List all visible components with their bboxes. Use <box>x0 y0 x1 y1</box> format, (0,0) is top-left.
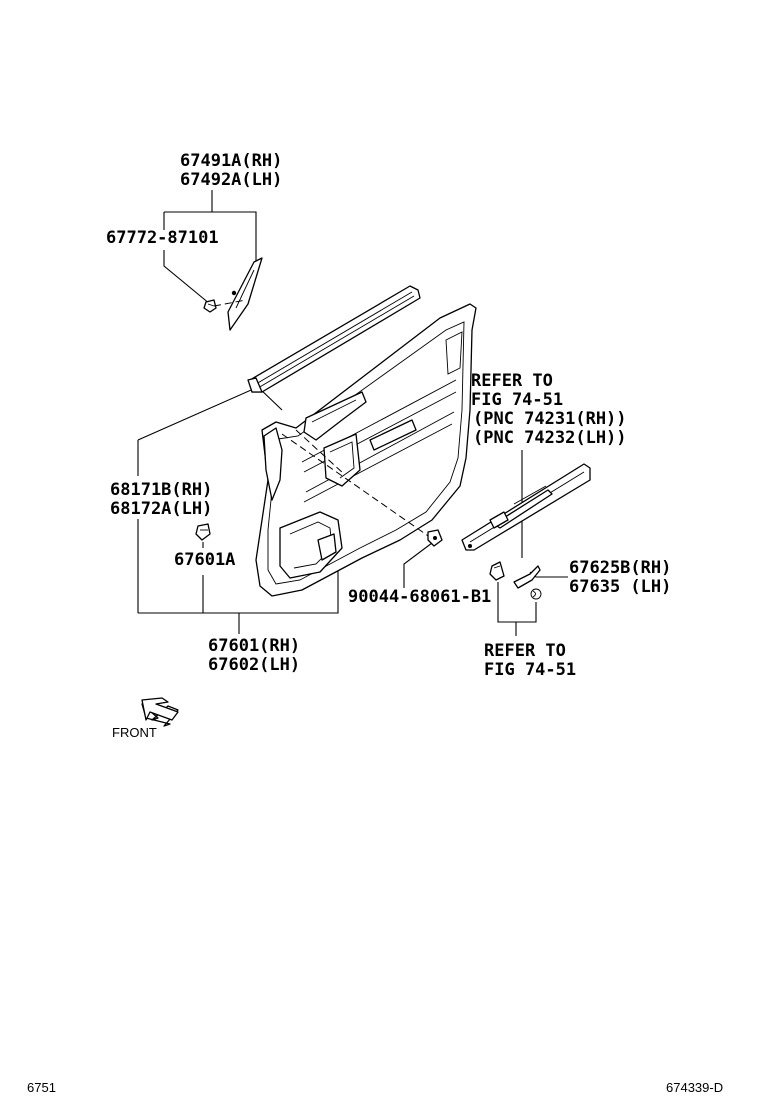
refer-to-text-2: REFER TO <box>484 641 566 661</box>
callout-bracket: 67625B(RH) 67635 (LH) <box>569 558 671 597</box>
label-90044: 90044-68061-B1 <box>348 587 491 607</box>
label-67635: 67635 (LH) <box>569 577 671 597</box>
refer-pnc-lh-text: (PNC 74232(LH)) <box>473 428 627 448</box>
label-67772: 67772-87101 <box>106 228 219 248</box>
upper-molding-piece <box>227 257 263 331</box>
window-switch-bezel <box>461 463 591 551</box>
callout-weatherstrip: 68171B(RH) 68172A(LH) <box>110 480 212 519</box>
label-68171b: 68171B(RH) <box>110 480 212 500</box>
front-arrow-icon <box>141 697 179 727</box>
front-label: FRONT <box>112 725 157 740</box>
label-67625b: 67625B(RH) <box>569 558 671 578</box>
figure-number: 6751 <box>27 1080 56 1095</box>
illustration-id: 674339-D <box>666 1080 723 1095</box>
refer-pnc-rh-text: (PNC 74231(RH)) <box>473 409 627 429</box>
callout-door-panel: 67601(RH) 67602(LH) <box>208 636 300 675</box>
refer-to-text-1: REFER TO <box>471 371 553 391</box>
callout-molding: 67491A(RH) 67492A(LH) <box>180 151 282 190</box>
refer-fig-text-1: FIG 74-51 <box>471 390 563 410</box>
label-67601a: 67601A <box>174 550 235 570</box>
screw-90044-icon <box>427 529 443 547</box>
label-67491a: 67491A(RH) <box>180 151 282 171</box>
label-67601: 67601(RH) <box>208 636 300 656</box>
label-67602: 67602(LH) <box>208 655 300 675</box>
bracket-67625b-icon <box>489 561 542 600</box>
refer-fig-text-2: FIG 74-51 <box>484 660 576 680</box>
callout-refer-bracket: REFER TO FIG 74-51 <box>484 641 576 680</box>
label-68172a: 68172A(LH) <box>110 499 212 519</box>
clip-67772-icon <box>203 299 217 313</box>
label-67492a: 67492A(LH) <box>180 170 282 190</box>
callout-refer-switch: REFER TO FIG 74-51 (PNC 74231(RH)) (PNC … <box>471 371 627 448</box>
clip-67601a-icon <box>195 523 211 541</box>
door-trim-panel <box>213 299 477 597</box>
belt-weatherstrip <box>247 285 421 393</box>
